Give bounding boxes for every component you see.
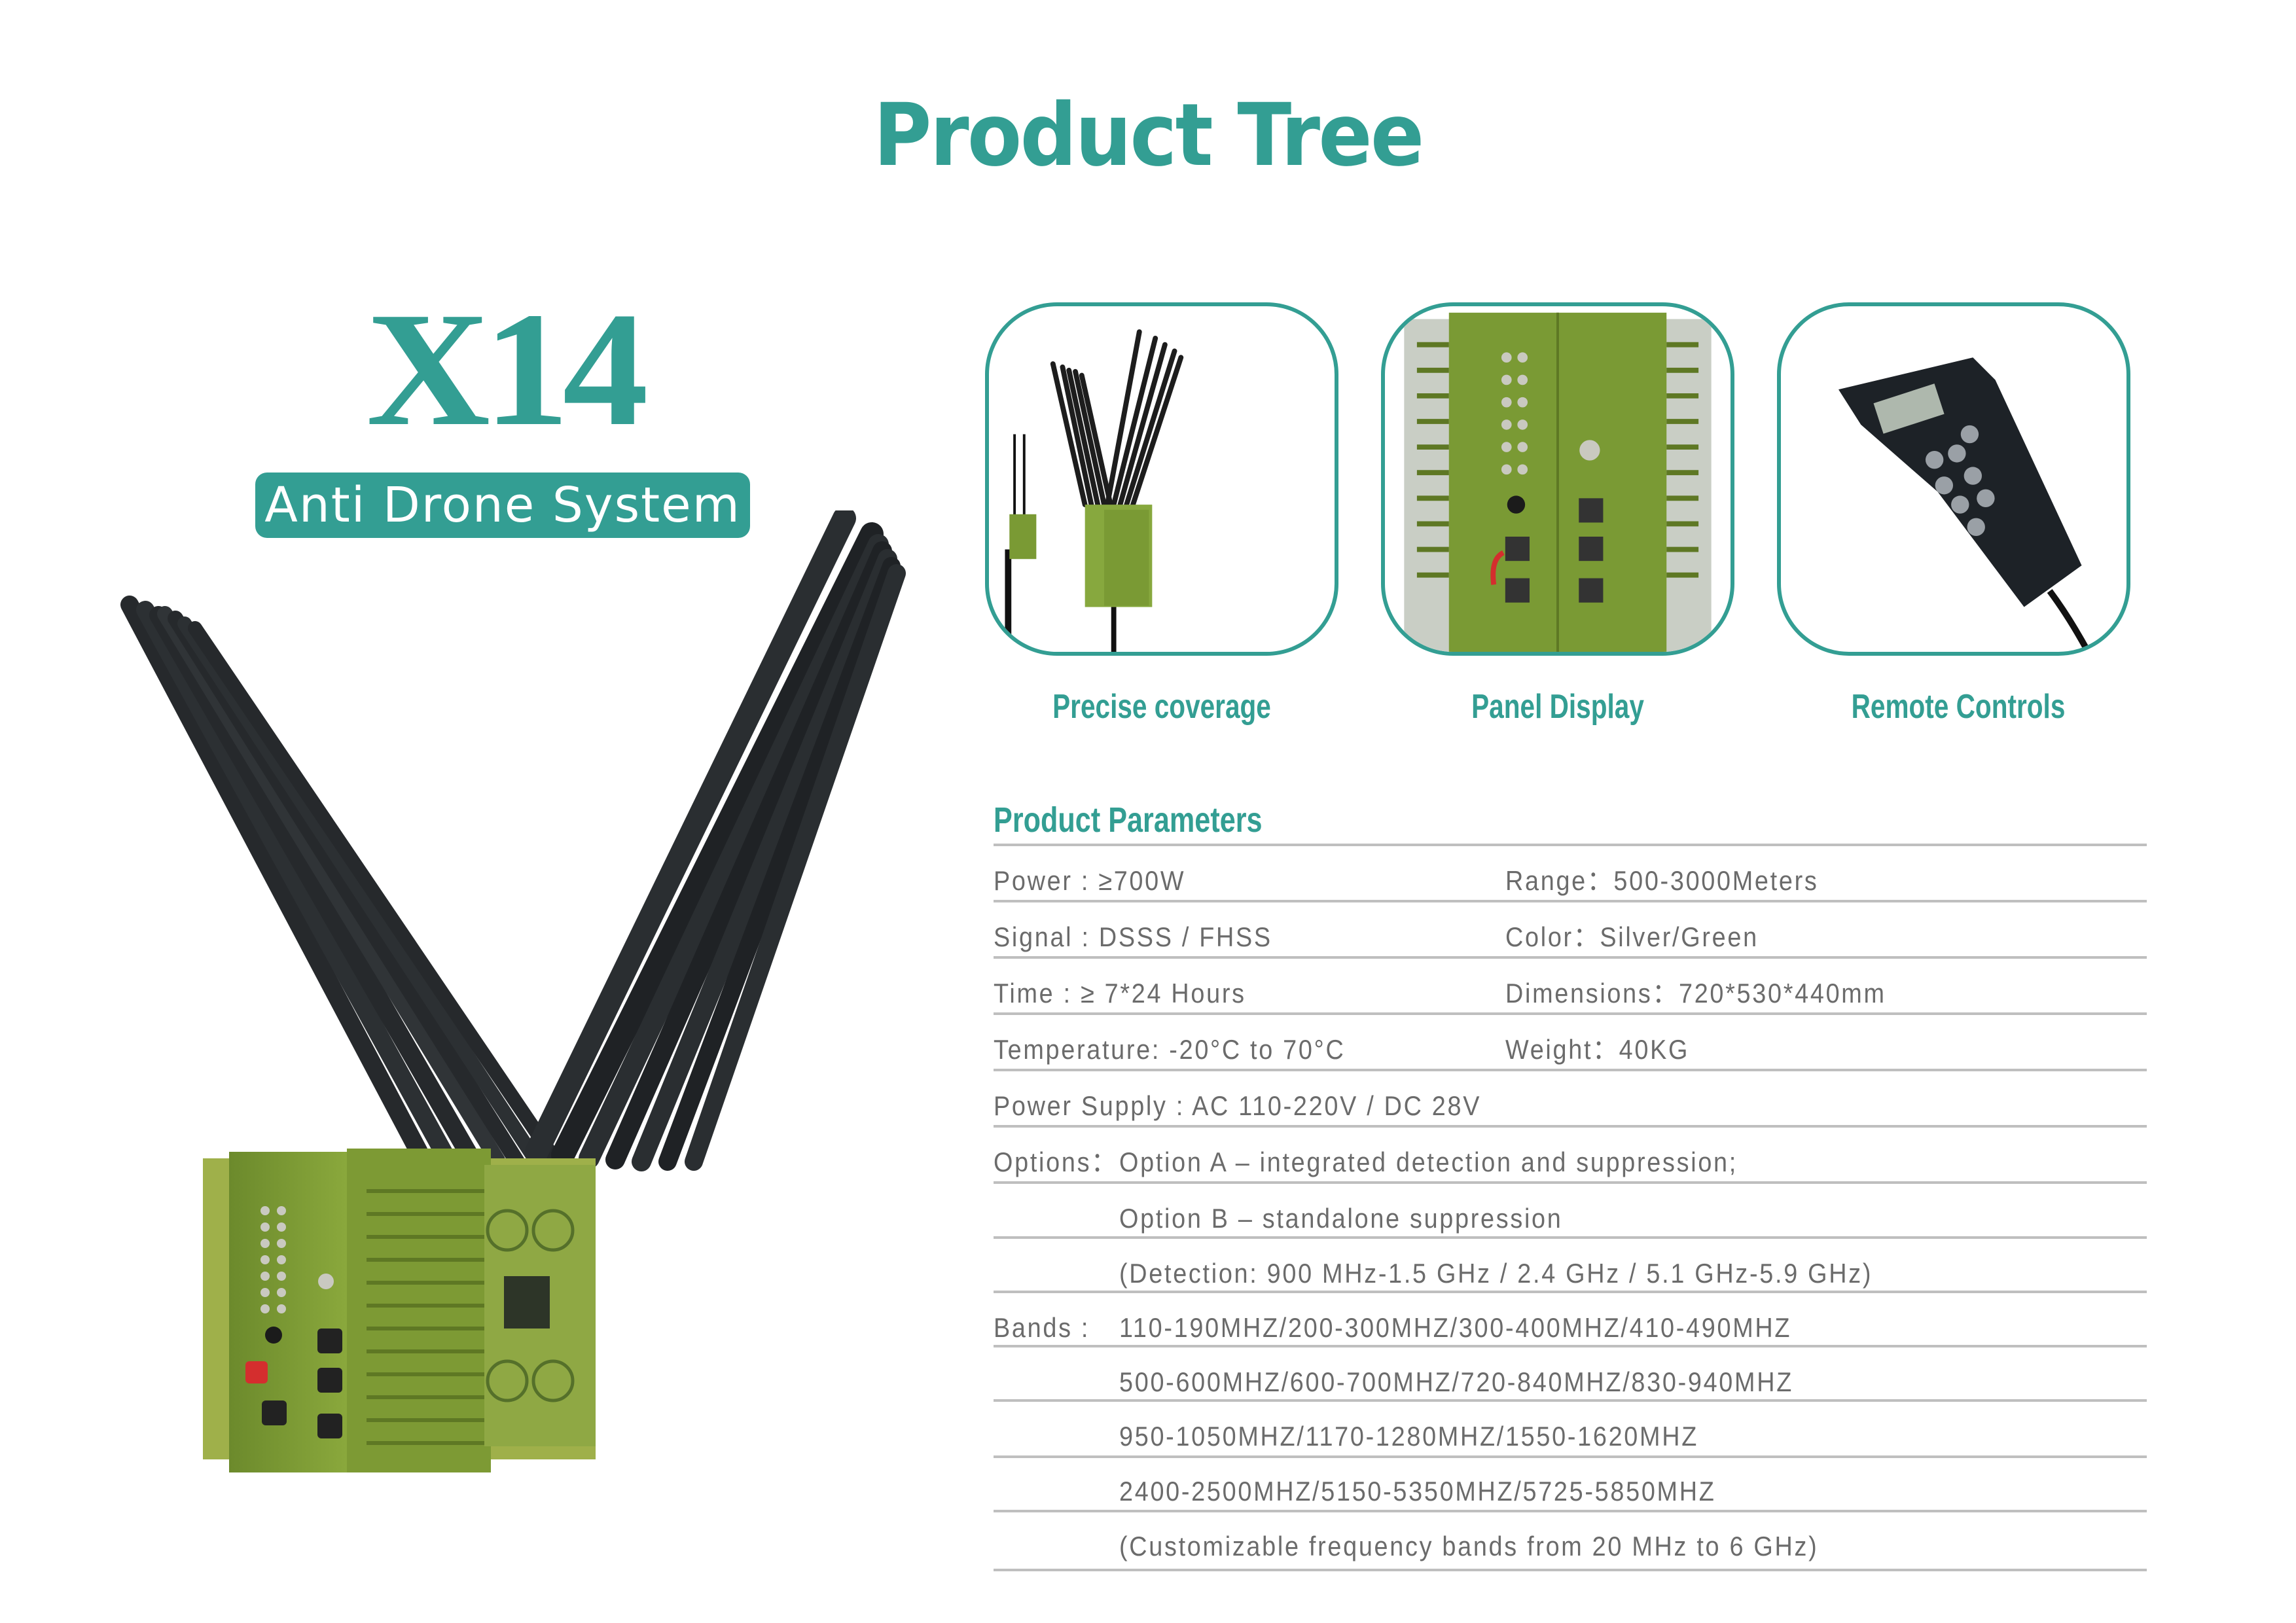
param-row: 2400-2500MHZ/5150-5350MHZ/5725-5850MHZ <box>994 1463 2147 1520</box>
param-range: Range：500-3000Meters <box>1505 865 1819 896</box>
divider <box>994 900 2147 902</box>
param-temperature: Temperature: -20°C to 70°C <box>994 1034 1346 1065</box>
param-signal: Signal : DSSS / FHSS <box>994 921 1272 952</box>
divider <box>994 1236 2147 1239</box>
param-row: (Detection: 900 MHz-1.5 GHz / 2.4 GHz / … <box>994 1245 2147 1302</box>
param-row: Signal : DSSS / FHSS Color：Silver/Green <box>994 909 2147 965</box>
feature-card-precise-coverage <box>985 302 1338 656</box>
param-power-supply: Power Supply : AC 110-220V / DC 28V <box>994 1090 1482 1121</box>
param-option-b: Option B – standalone suppression <box>1119 1203 1563 1234</box>
feature-card-panel-display <box>1381 302 1734 656</box>
divider <box>994 844 2147 846</box>
param-time: Time : ≥ 7*24 Hours <box>994 978 1246 1008</box>
page-title: Product Tree <box>873 85 1424 186</box>
param-power: Power : ≥700W <box>994 865 1186 896</box>
param-bands-label: Bands : <box>994 1312 1090 1343</box>
param-row: (Customizable frequency bands from 20 MH… <box>994 1518 2147 1575</box>
control-panel-closeup-icon <box>1404 312 1712 652</box>
param-row: 500-600MHZ/600-700MHZ/720-840MHZ/830-940… <box>994 1354 2147 1410</box>
param-weight: Weight：40KG <box>1505 1034 1690 1065</box>
param-dimensions: Dimensions：720*530*440mm <box>1505 978 1886 1008</box>
param-row: Time : ≥ 7*24 Hours Dimensions：720*530*4… <box>994 965 2147 1022</box>
jammer-unit-with-14-antennas-icon <box>118 507 1001 1531</box>
param-options-label: Options： <box>994 1147 1118 1177</box>
param-bands-line-4: 2400-2500MHZ/5150-5350MHZ/5725-5850MHZ <box>1119 1476 1716 1507</box>
param-bands-line-1: 110-190MHZ/200-300MHZ/300-400MHZ/410-490… <box>1119 1312 1792 1343</box>
param-row: Options： Option A – integrated detection… <box>994 1134 2147 1190</box>
divider <box>994 1399 2147 1402</box>
param-row: Power : ≥700W Range：500-3000Meters <box>994 853 2147 909</box>
param-row: Power Supply : AC 110-220V / DC 28V <box>994 1078 2147 1134</box>
divider <box>994 1012 2147 1015</box>
param-bands-line-2: 500-600MHZ/600-700MHZ/720-840MHZ/830-940… <box>1119 1366 1794 1397</box>
model-name: X14 <box>366 279 649 460</box>
param-row: Option B – standalone suppression <box>994 1190 2147 1247</box>
deployed-jammer-and-detector-icon <box>1005 329 1184 652</box>
divider <box>994 1125 2147 1128</box>
feature-card-remote-controls <box>1777 302 2130 656</box>
divider <box>994 1510 2147 1512</box>
divider <box>994 1181 2147 1184</box>
feature-caption-panel-display: Panel Display <box>1471 688 1644 726</box>
feature-caption-precise-coverage: Precise coverage <box>1052 688 1271 726</box>
param-color: Color：Silver/Green <box>1505 921 1759 952</box>
parameters-heading: Product Parameters <box>994 800 1263 840</box>
param-row: Temperature: -20°C to 70°C Weight：40KG <box>994 1022 2147 1078</box>
param-row: 950-1050MHZ/1170-1280MHZ/1550-1620MHZ <box>994 1408 2147 1465</box>
divider <box>994 1069 2147 1071</box>
param-row: Bands : 110-190MHZ/200-300MHZ/300-400MHZ… <box>994 1300 2147 1356</box>
divider <box>994 1291 2147 1293</box>
product-subtitle-badge: Anti Drone System <box>255 473 750 538</box>
handheld-remote-control-icon <box>1839 357 2091 652</box>
param-bands-custom: (Customizable frequency bands from 20 MH… <box>1119 1531 1819 1561</box>
param-bands-line-3: 950-1050MHZ/1170-1280MHZ/1550-1620MHZ <box>1119 1421 1699 1452</box>
divider <box>994 956 2147 959</box>
param-detection: (Detection: 900 MHz-1.5 GHz / 2.4 GHz / … <box>1119 1258 1873 1289</box>
divider <box>994 1345 2147 1347</box>
divider <box>994 1455 2147 1458</box>
divider <box>994 1569 2147 1571</box>
feature-caption-remote-controls: Remote Controls <box>1851 688 2066 726</box>
param-option-a: Option A – integrated detection and supp… <box>1119 1147 1738 1177</box>
